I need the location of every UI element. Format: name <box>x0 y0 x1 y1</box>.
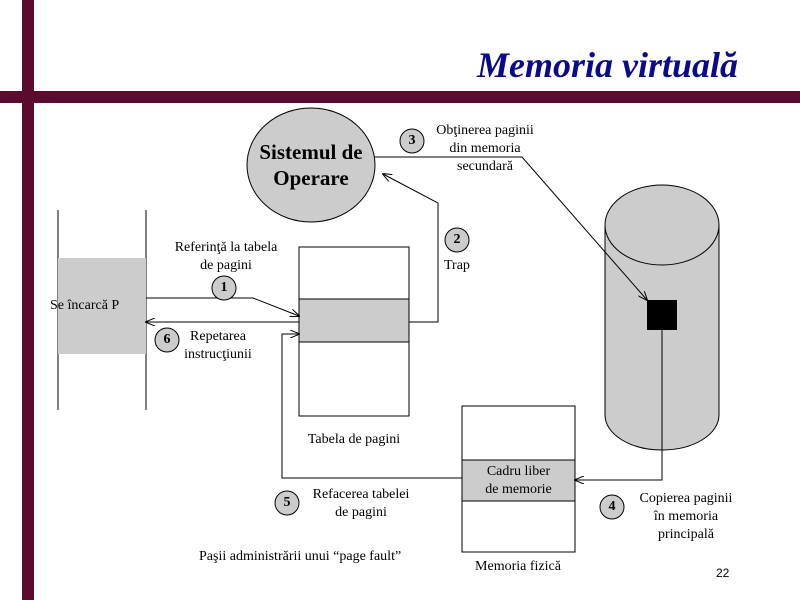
arrow-step-4 <box>575 330 663 480</box>
slide-title: Memoria virtuală <box>476 45 738 85</box>
diagram-caption: Paşii administrării unui “page fault” <box>199 549 402 564</box>
step-4-label-line1: Copierea paginii <box>639 491 733 506</box>
step-1-badge <box>211 275 237 301</box>
physical-memory-label: Memoria fizică <box>475 559 561 574</box>
process-slot-label: Se încarcă P <box>50 298 120 313</box>
page-block-on-disk <box>647 300 677 330</box>
step-4-label-line2: în memoria <box>653 509 719 524</box>
step-3-badge <box>399 128 425 154</box>
step-3-label-line1: Obţinerea paginii <box>436 123 534 138</box>
step-4-number: 4 <box>608 499 616 514</box>
left-accent-bar <box>22 0 34 600</box>
step-6-number: 6 <box>163 332 171 347</box>
step-3-label-line2: din memoria <box>449 141 521 156</box>
step-3-label-line3: secundară <box>457 159 513 174</box>
step-5-label-line2: de pagini <box>335 505 387 520</box>
step-6-badge <box>154 327 180 353</box>
step-5-label-line1: Refacerea tabelei <box>312 487 410 502</box>
arrow-step-5 <box>281 334 462 479</box>
free-frame-label: Cadru liber de memorie <box>462 463 575 499</box>
page-table-label: Tabela de pagini <box>307 432 401 447</box>
step-2-badge <box>444 227 470 253</box>
page-number: 22 <box>716 566 730 580</box>
arrow-step-1 <box>146 297 299 316</box>
step-2-label: Trap <box>444 258 470 273</box>
step-5-label: Refacerea tabelei de pagini <box>296 486 426 522</box>
step-5-number: 5 <box>283 495 291 510</box>
page-table-box <box>298 246 410 417</box>
operating-system-label-line1: Sistemul de <box>259 140 363 164</box>
step-3-label: Obţinerea paginii din memoria secundară <box>421 122 549 176</box>
process-column <box>57 210 147 410</box>
step-1-label-line2: de pagini <box>200 258 252 273</box>
step-1-number: 1 <box>220 280 228 295</box>
operating-system-circle <box>246 107 376 223</box>
step-1-label: Referinţă la tabela de pagini <box>156 239 296 275</box>
step-badges <box>154 128 625 520</box>
step-2-number: 2 <box>453 232 461 247</box>
arrow-step-2 <box>383 174 439 323</box>
step-4-label-line3: principală <box>658 527 714 542</box>
step-6-label-line2: instrucţiunii <box>184 347 252 362</box>
step-4-badge <box>599 494 625 520</box>
free-frame-label-line1: Cadru liber <box>486 464 551 479</box>
step-6-label-line1: Repetarea <box>190 329 246 344</box>
step-3-number: 3 <box>408 133 416 148</box>
physical-memory-box <box>461 405 576 553</box>
free-frame-label-line2: de memorie <box>485 482 552 497</box>
step-4-label: Copierea paginii în memoria principală <box>624 490 748 544</box>
header-accent-bar <box>0 91 800 103</box>
operating-system-label-line2: Operare <box>273 166 349 190</box>
step-1-label-line1: Referinţă la tabela <box>174 240 278 255</box>
step-5-badge <box>274 490 300 516</box>
step-6-label: Repetarea instrucţiunii <box>172 328 264 364</box>
operating-system-label: Sistemul de Operare <box>247 139 375 191</box>
arrow-step-3 <box>375 156 647 300</box>
